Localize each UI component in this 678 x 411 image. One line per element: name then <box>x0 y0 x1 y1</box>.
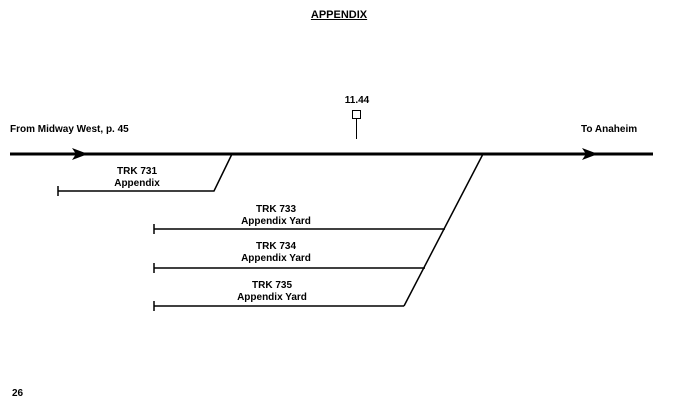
page-title: APPENDIX <box>310 9 368 21</box>
arrow-icon <box>72 148 88 160</box>
track-number: TRK 733 <box>255 204 296 215</box>
track-number: TRK 735 <box>251 280 292 291</box>
track-731 <box>58 153 233 192</box>
track-name: Appendix Yard <box>241 216 311 227</box>
track-name: Appendix Yard <box>237 292 307 303</box>
signal-icon <box>352 110 361 119</box>
track-number: TRK 734 <box>255 241 296 252</box>
page-number: 26 <box>12 388 24 399</box>
from-label: From Midway West, p. 45 <box>10 124 129 135</box>
track-name: Appendix <box>114 178 160 189</box>
arrow-icon <box>582 148 598 160</box>
milepost-label: 11.44 <box>344 95 370 106</box>
track-number: TRK 731 <box>116 166 157 177</box>
track-name: Appendix Yard <box>241 253 311 264</box>
yard-lead <box>403 153 484 307</box>
to-label: To Anaheim <box>581 124 638 135</box>
